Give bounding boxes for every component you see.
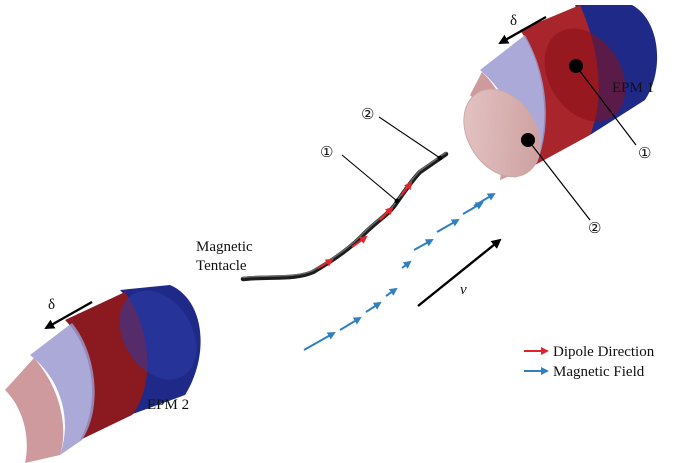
epm1-front-face bbox=[463, 88, 541, 178]
velocity-label: v bbox=[460, 282, 467, 298]
epm1-leader-1 bbox=[575, 65, 637, 146]
epm1-leader-2 bbox=[527, 139, 591, 221]
magnetic-field-arrows bbox=[303, 192, 496, 351]
tentacle-label-line2: Tentacle bbox=[196, 258, 247, 274]
tentacle-label-line1: Magnetic bbox=[196, 239, 253, 255]
legend-label-field: Magnetic Field bbox=[553, 364, 645, 380]
dipole-arrow bbox=[379, 206, 394, 221]
velocity-arrow bbox=[417, 238, 502, 307]
dipole-arrow bbox=[400, 181, 413, 197]
epm1-marker-label-1: ① bbox=[638, 146, 651, 162]
delta-label-bottom: δ bbox=[48, 297, 55, 313]
tentacle-leader-1 bbox=[341, 154, 398, 202]
dipole-arrow bbox=[317, 259, 334, 269]
legend: Dipole Direction Magnetic Field bbox=[524, 344, 655, 380]
delta-arrow-bottom bbox=[44, 300, 93, 330]
epm2-magnet bbox=[5, 285, 201, 463]
tentacle-marker-label-1: ① bbox=[320, 145, 333, 161]
epm1-marker-label-2: ② bbox=[588, 221, 601, 237]
delta-arrow-top bbox=[498, 15, 547, 45]
tentacle-marker-label-2: ② bbox=[361, 107, 374, 123]
dipole-arrow bbox=[351, 235, 368, 248]
tentacle-leader-2 bbox=[378, 116, 441, 159]
epm1-magnet bbox=[463, 5, 658, 180]
delta-label-top: δ bbox=[510, 13, 517, 29]
epm2-label: EPM 2 bbox=[147, 397, 189, 413]
magnetic-tentacle bbox=[240, 151, 449, 282]
legend-label-dipole: Dipole Direction bbox=[553, 344, 655, 360]
epm1-label: EPM 1 bbox=[612, 80, 654, 96]
